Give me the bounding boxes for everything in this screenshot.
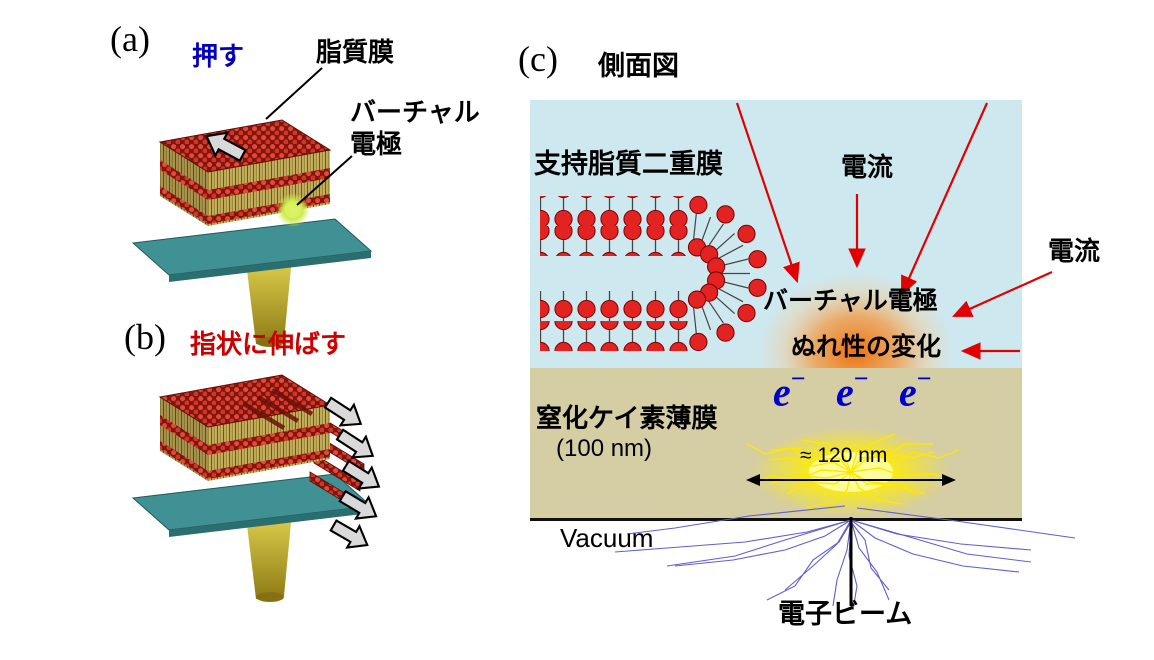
electron-symbol: e− [773, 364, 806, 415]
lipid-membrane-label: 脂質膜 [316, 37, 395, 67]
current-arrows [735, 102, 1053, 360]
current-label-right: 電流 [1048, 236, 1101, 266]
film-label: 窒化ケイ素薄膜 [536, 403, 718, 433]
electron-scatter-blob [746, 427, 960, 517]
vacuum-label: Vacuum [560, 523, 654, 553]
spot-size-arrow [746, 474, 956, 486]
current-arrow [735, 102, 800, 284]
panel-a-label: (a) [110, 19, 150, 59]
bilayer-fold-heads [687, 195, 767, 352]
virtual-electrode-pointer-line [296, 155, 353, 206]
membrane-3d-model-a [131, 67, 373, 347]
virtual-electrode-label-c: バーチャル電極 [763, 287, 938, 315]
finger-gap-slots [242, 388, 314, 430]
current-label-top: 電流 [841, 152, 894, 182]
electron-symbol: e− [836, 364, 869, 415]
lipid-membrane-pointer-line [265, 67, 323, 120]
spot-size-label: ≈ 120 nm [800, 444, 888, 467]
vacuum-boundary-line [530, 518, 1022, 521]
substrate-a [131, 218, 373, 282]
current-arrow [900, 102, 989, 297]
push-label: 押す [192, 41, 245, 71]
panel-c-label: (c) [518, 39, 558, 79]
electron-beam-label: 電子ビーム [778, 599, 913, 629]
virtual-electrode-glow [758, 272, 954, 368]
electron-beam-cone-a [246, 257, 292, 347]
supported-bilayer-label: 支持脂質二重膜 [534, 149, 723, 179]
wettability-label: ぬれ性の変化 [791, 333, 942, 361]
stretch-arrow-icon [326, 513, 375, 557]
panel-b-label: (b) [124, 317, 166, 357]
film-thickness-label: (100 nm) [556, 435, 653, 462]
membrane-3d-model-b [131, 374, 387, 602]
lipid-bilayer-drawing [540, 195, 767, 352]
virtual-electrode-label-a-line2: 電極 [350, 129, 403, 159]
stretch-label: 指状に伸ばす [190, 329, 347, 359]
side-view-title: 側面図 [598, 51, 679, 81]
current-arrow [951, 270, 1053, 318]
electron-beam-cone-b [246, 512, 292, 602]
electron-trajectories [614, 505, 1076, 611]
side-view-diagram [540, 102, 1076, 611]
electron-symbol: e− [899, 364, 932, 415]
virtual-electrode-label-a-line1: バーチャル [350, 97, 480, 127]
lipid-stack-b [158, 374, 332, 481]
